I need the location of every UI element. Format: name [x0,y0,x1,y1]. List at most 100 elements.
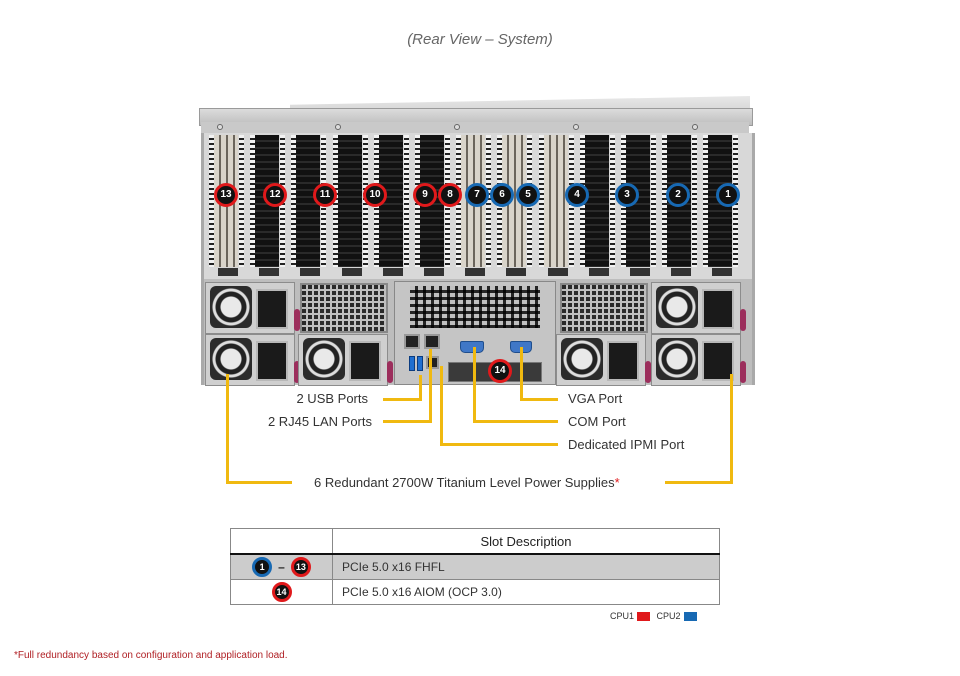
slot-foot [671,268,692,276]
legend-swatch-cpu1 [637,612,651,622]
psu-handle[interactable] [740,309,746,331]
slot-marker-13: 13 [290,557,311,577]
slot-id: 14 [230,579,333,605]
label-power-supplies: 6 Redundant 2700W Titanium Level Power S… [314,475,620,490]
slot-marker-1: 1 [716,183,740,207]
callout-line-vga [520,398,558,401]
callout-line-com [473,420,558,423]
slot-foot [259,268,280,276]
label-vga-port: VGA Port [568,391,623,406]
table-header-id [230,528,333,555]
power-supply [298,334,393,386]
usb-port [409,356,415,371]
label-ipmi-port: Dedicated IPMI Port [568,437,685,452]
callout-line-psu [665,481,733,484]
fan-icon [656,338,698,380]
screw [573,124,579,130]
power-socket [349,341,381,381]
fan-icon [303,338,345,380]
screw [454,124,460,130]
fan-icon [561,338,603,380]
slot-marker-8: 8 [438,183,462,207]
diagram-title: (Rear View – System) [407,31,553,48]
slot-range: 1–13 [230,553,333,580]
callout-line-lan [429,349,432,423]
slot-marker-7: 7 [465,183,489,207]
callout-line-psu [730,374,733,484]
slot-foot [424,268,444,276]
table-row: 14 PCIe 5.0 x16 AIOM (OCP 3.0) [230,579,720,605]
pcie-slot [496,135,536,267]
screw [335,124,341,130]
slot-marker-13: 13 [214,183,238,207]
slot-marker-1: 1 [252,557,273,577]
slot-foot [382,268,403,276]
slot-marker-10: 10 [363,183,387,207]
table-row: 1–13 PCIe 5.0 x16 FHFL [230,553,720,580]
label-power-supplies-text: 6 Redundant 2700W Titanium Level Power S… [314,475,615,490]
fan-icon [656,286,698,328]
fan-icon [210,286,252,328]
slot-description: PCIe 5.0 x16 FHFL [332,553,720,580]
slot-marker-14: 14 [271,582,292,602]
label-com-port: COM Port [568,414,626,429]
power-supply [205,334,300,386]
cpu-legend: CPU1 CPU2 [610,611,701,622]
legend-swatch-cpu2 [683,612,697,622]
lan-port [424,334,440,349]
vent-grille [300,283,388,333]
power-socket [702,341,734,381]
slot-foot [218,268,238,276]
slot-marker-3: 3 [615,183,639,207]
slot-marker-12: 12 [263,183,287,207]
table-header-description: Slot Description [332,528,720,555]
power-socket [702,289,734,329]
slot-foot [341,268,362,276]
callout-line-psu [226,374,229,484]
power-supply [651,334,746,386]
psu-handle[interactable] [645,361,651,383]
io-vent [410,286,540,328]
slot-marker-9: 9 [413,183,437,207]
callout-line-lan [383,420,432,423]
power-supply [556,334,651,386]
screw [217,124,223,130]
range-dash: – [278,560,285,574]
usb-port [417,356,423,371]
power-socket [256,341,288,381]
slot-foot [547,268,568,276]
psu-handle[interactable] [294,309,300,331]
slot-marker-5: 5 [516,183,540,207]
label-usb-ports: 2 USB Ports [296,391,368,406]
slot-foot [712,268,733,276]
psu-handle[interactable] [740,361,746,383]
psu-handle[interactable] [387,361,393,383]
lan-port [404,334,420,349]
slot-foot [506,268,527,276]
legend-label-cpu2: CPU2 [656,611,681,621]
slot-foot [588,268,609,276]
com-port [460,341,484,353]
power-supply [651,282,746,334]
asterisk: * [614,475,620,490]
fan-icon [210,338,252,380]
callout-line-ipmi [440,443,558,446]
vent-grille [560,283,648,333]
callout-line-com [473,347,476,423]
slot-foot [300,268,321,276]
slot-description: PCIe 5.0 x16 AIOM (OCP 3.0) [332,579,720,605]
power-socket [256,289,288,329]
power-supply [205,282,300,334]
slot-marker-4: 4 [565,183,589,207]
callout-line-psu [226,481,292,484]
psu-handle[interactable] [294,361,300,383]
ipmi-port [426,356,439,369]
slot-foot [630,268,650,276]
slot-marker-2: 2 [666,183,690,207]
slot-marker-11: 11 [313,183,337,207]
legend-label-cpu1: CPU1 [610,611,635,621]
callout-line-usb [383,398,422,401]
table-header-row: Slot Description [230,528,720,555]
slot-marker-14: 14 [488,359,512,383]
callout-line-usb [419,375,422,401]
